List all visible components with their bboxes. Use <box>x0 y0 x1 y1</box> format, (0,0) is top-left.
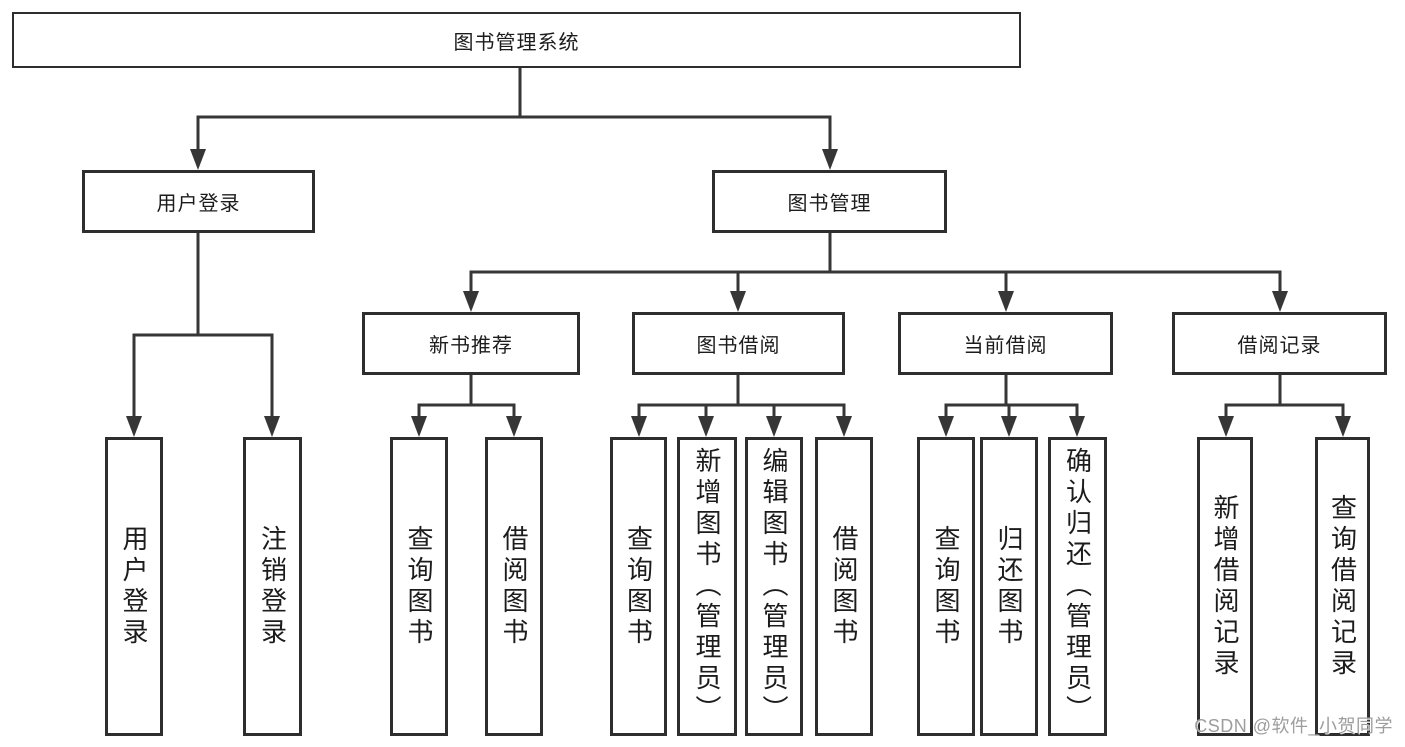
leaf-query-books-current: 查询图书 <box>917 437 975 736</box>
leaf-user-login: 用户登录 <box>105 437 163 736</box>
node-user-login: 用户登录 <box>82 170 315 233</box>
node-book-management: 图书管理 <box>712 170 947 233</box>
csdn-watermark: CSDN @软件_小贺同学 <box>1194 716 1393 736</box>
leaf-edit-books-admin: 编辑图书（管理员） <box>745 437 803 736</box>
leaf-return-books: 归还图书 <box>980 437 1038 736</box>
leaf-borrow-books-recommend: 借阅图书 <box>485 437 543 736</box>
node-borrow-records: 借阅记录 <box>1172 312 1387 375</box>
leaf-query-books-borrow: 查询图书 <box>610 437 667 736</box>
node-book-borrow: 图书借阅 <box>632 312 845 375</box>
leaf-query-borrow-record: 查询借阅记录 <box>1315 437 1370 736</box>
node-current-borrow: 当前借阅 <box>898 312 1113 375</box>
node-new-book-recommend: 新书推荐 <box>362 312 580 375</box>
leaf-borrow-books: 借阅图书 <box>815 437 873 736</box>
node-root-system: 图书管理系统 <box>12 12 1021 68</box>
leaf-logout: 注销登录 <box>243 437 302 736</box>
leaf-query-books-recommend: 查询图书 <box>390 437 448 736</box>
leaf-confirm-return-admin: 确认归还（管理员） <box>1048 437 1107 736</box>
leaf-add-books-admin: 新增图书（管理员） <box>677 437 737 736</box>
leaf-add-borrow-record: 新增借阅记录 <box>1197 437 1253 736</box>
